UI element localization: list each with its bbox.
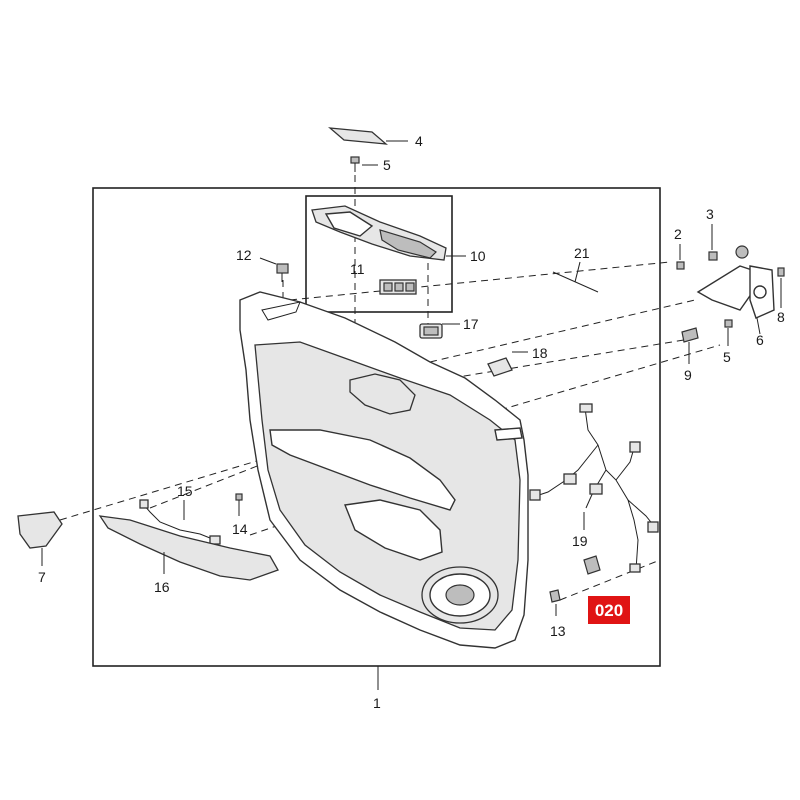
callout-3: 3 (706, 206, 714, 222)
callout-10: 10 (470, 248, 486, 264)
callout-11: 11 (350, 261, 365, 277)
callout-7: 7 (38, 569, 46, 585)
svg-text:020: 020 (595, 601, 623, 620)
assembly-frame (92, 187, 661, 667)
screw-5-top (350, 156, 360, 172)
pad-7 (17, 511, 63, 549)
callout-15: 15 (177, 483, 193, 499)
switch-subassembly-frame (305, 195, 453, 313)
switch-17 (419, 323, 443, 339)
clip-12 (276, 263, 289, 282)
screw-14 (235, 493, 243, 501)
window-switch (379, 279, 417, 295)
screw-2 (676, 261, 685, 270)
screw-5-right (724, 319, 733, 328)
callout-21: 21 (574, 245, 590, 261)
clip-8 (777, 267, 785, 277)
callout-13: 13 (550, 623, 566, 639)
callout-18: 18 (532, 345, 548, 361)
connector-020 (583, 555, 601, 575)
callout-14: 14 (232, 521, 248, 537)
bracket-6 (696, 245, 775, 319)
door-trim-panel (239, 291, 529, 649)
callout-9: 9 (684, 367, 692, 383)
clip-13 (549, 589, 561, 603)
callout-1: 1 (373, 695, 381, 711)
upper-trim-strip (328, 127, 388, 145)
lower-trim-strip-16 (98, 515, 279, 581)
callout-6: 6 (756, 332, 764, 348)
callout-17: 17 (463, 316, 479, 332)
clip-18 (487, 357, 513, 377)
callout-12: 12 (236, 247, 252, 263)
callout-2: 2 (674, 226, 682, 242)
ambient-light-wire-15 (139, 499, 221, 545)
clip-9 (681, 327, 699, 343)
callout-8: 8 (777, 309, 785, 325)
switch-bezel (311, 205, 447, 261)
callout-5-top: 5 (383, 157, 391, 173)
callout-19: 19 (572, 533, 588, 549)
callout-5-right: 5 (723, 349, 731, 365)
callout-4: 4 (415, 133, 423, 149)
nut-3 (708, 251, 718, 261)
callout-16: 16 (154, 579, 170, 595)
highlight-020-badge: 020 (588, 596, 630, 624)
wiring-harness-19 (529, 403, 659, 573)
